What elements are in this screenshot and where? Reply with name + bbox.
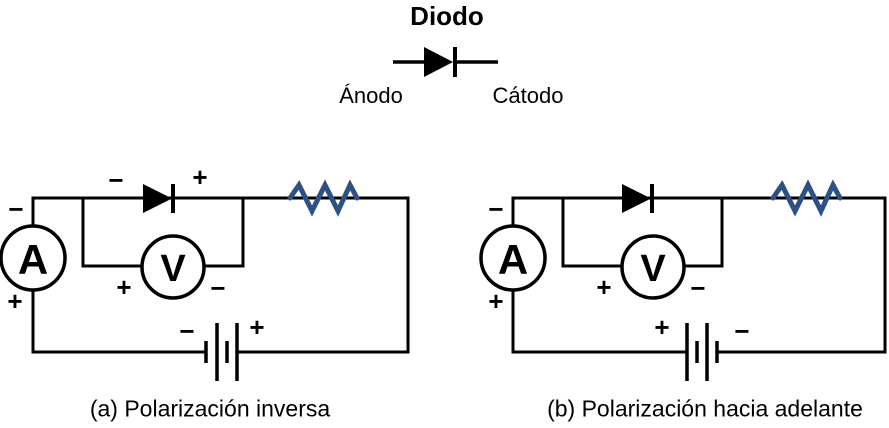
- circuit-b: [479, 179, 887, 381]
- circuit-b-ammeter-label: A: [497, 236, 529, 283]
- circuit-b-ammeter-plus-sign: +: [488, 286, 504, 316]
- circuit-b-caption: (b) Polarización hacia adelante: [547, 395, 863, 422]
- circuit-b-voltmeter-circle: [620, 234, 686, 300]
- circuit-a-voltmeter-minus-sign: −: [210, 273, 226, 303]
- anode-label: Ánodo: [339, 83, 403, 108]
- circuit-a: [0, 179, 410, 381]
- circuit-a-diode-plus-sign: +: [192, 162, 208, 192]
- circuit-a-battery-icon: [204, 323, 239, 381]
- circuit-b-diode-icon: [622, 184, 654, 213]
- circuit-b-resistor-icon: [770, 179, 843, 217]
- circuit-a-voltmeter-circle: [140, 234, 206, 300]
- circuit-a-ammeter-plus-sign: +: [7, 286, 23, 316]
- circuit-b-voltmeter-label: V: [640, 248, 666, 290]
- circuit-a-voltmeter-plus-sign: +: [116, 272, 132, 302]
- circuit-a-ammeter-minus-sign: −: [8, 194, 24, 224]
- circuit-a-battery-plus-sign: +: [249, 312, 265, 342]
- circuit-b-ammeter-minus-sign: −: [488, 194, 504, 224]
- circuit-b-battery-minus-sign: −: [734, 316, 750, 346]
- circuit-a-ammeter-circle: [0, 224, 67, 292]
- legend-diode-icon: [393, 47, 498, 77]
- cathode-label: Cátodo: [492, 83, 564, 108]
- circuit-a-wires: [31, 196, 410, 354]
- circuit-b-voltmeter-minus-sign: −: [690, 273, 706, 303]
- circuit-b-wires: [511, 196, 887, 354]
- circuit-a-battery-minus-sign: −: [179, 316, 195, 346]
- circuit-b-battery-plus-sign: +: [654, 312, 670, 342]
- circuit-a-ammeter-label: A: [17, 236, 49, 283]
- circuit-a-voltmeter-label: V: [160, 248, 186, 290]
- circuit-b-voltmeter-plus-sign: +: [596, 272, 612, 302]
- circuit-a-caption: (a) Polarización inversa: [89, 395, 331, 422]
- legend-title: Diodo: [410, 1, 484, 31]
- circuit-a-diode-minus-sign: −: [108, 165, 124, 195]
- circuit-b-ammeter-circle: [479, 224, 547, 292]
- circuit-a-resistor-icon: [287, 179, 360, 217]
- circuit-a-diode-icon: [143, 184, 175, 213]
- circuit-b-battery-icon: [685, 323, 719, 381]
